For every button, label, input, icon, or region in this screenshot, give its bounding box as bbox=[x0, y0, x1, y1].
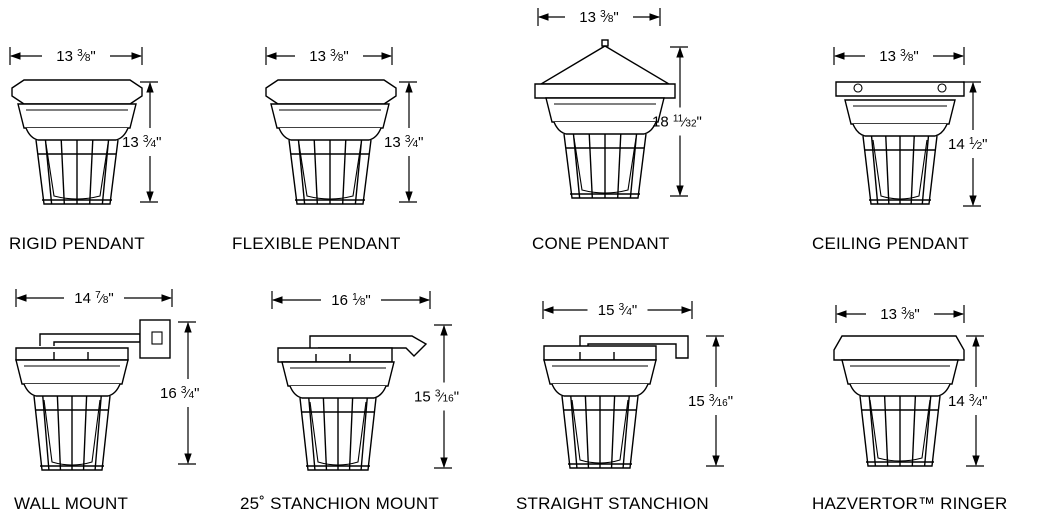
guard-bar bbox=[868, 395, 877, 467]
guard-bar bbox=[94, 395, 102, 471]
guard-bar bbox=[360, 397, 368, 471]
cone-hood bbox=[538, 45, 672, 85]
guard-bar bbox=[610, 395, 616, 469]
cone-hook bbox=[601, 39, 609, 47]
height-dimension: 15 3⁄16" bbox=[414, 389, 459, 406]
guard-bar bbox=[629, 133, 638, 199]
width-dimension: 13 3⁄8" bbox=[309, 48, 348, 65]
neck bbox=[852, 123, 948, 137]
guard-bar bbox=[313, 139, 319, 205]
neck bbox=[278, 127, 382, 141]
width-dimension: 16 1⁄8" bbox=[331, 292, 370, 309]
neck bbox=[849, 383, 951, 397]
ringer-top bbox=[833, 335, 965, 361]
stanchion-arm bbox=[579, 335, 689, 359]
wall-box bbox=[139, 319, 171, 359]
canopy bbox=[265, 79, 397, 105]
fixture-label: CEILING PENDANT bbox=[812, 234, 969, 253]
fixture-rigid-pendant: 13 3⁄8" 13 3⁄4" RIGID PENDANT bbox=[9, 47, 161, 253]
housing bbox=[17, 103, 137, 129]
housing bbox=[841, 359, 959, 385]
guard-bar bbox=[322, 397, 328, 471]
stanchion-arm bbox=[309, 335, 428, 357]
housing-cap bbox=[15, 347, 129, 361]
width-dimension: 13 3⁄8" bbox=[579, 9, 618, 26]
neck bbox=[553, 121, 657, 135]
neck bbox=[25, 127, 129, 141]
guard-bar bbox=[885, 135, 890, 205]
fixture-label: STRAIGHT STANCHION bbox=[516, 494, 709, 513]
width-dimension: 13 3⁄8" bbox=[880, 306, 919, 323]
width-dimension: 13 3⁄8" bbox=[879, 48, 918, 65]
guard-bar bbox=[348, 397, 354, 471]
guard-bar bbox=[572, 133, 581, 199]
fixture-straight-stanchion: 15 3⁄4" 15 3⁄16" STRAIGHT STANCHION bbox=[516, 301, 733, 513]
fixture-wall-mount: 14 7⁄8" 16 3⁄4" WALL MOUNT bbox=[14, 289, 199, 513]
height-dimension: 18 11⁄32" bbox=[652, 114, 702, 131]
fixture-label: WALL MOUNT bbox=[14, 494, 128, 513]
guard-bar bbox=[570, 395, 578, 469]
guard-bar bbox=[101, 139, 110, 205]
height-dimension: 13 3⁄4" bbox=[384, 134, 423, 151]
height-dimension: 13 3⁄4" bbox=[122, 134, 161, 151]
width-dimension: 13 3⁄8" bbox=[56, 48, 95, 65]
guard-bar bbox=[870, 135, 879, 205]
fixture-label: FLEXIBLE PENDANT bbox=[232, 234, 401, 253]
guard-bar bbox=[341, 139, 347, 205]
guard-bar bbox=[308, 397, 316, 471]
guard-bar bbox=[56, 395, 62, 471]
guard-bar bbox=[923, 395, 932, 467]
neck bbox=[23, 383, 121, 397]
guard-bar bbox=[588, 133, 594, 199]
width-dimension: 15 3⁄4" bbox=[598, 302, 637, 319]
fixture-label: HAZVERTOR™ RINGER bbox=[812, 494, 1007, 513]
guard-bar bbox=[44, 139, 53, 205]
housing-cap bbox=[277, 347, 393, 363]
guard-bar bbox=[60, 139, 66, 205]
guard-bar bbox=[921, 135, 930, 205]
fixture-flexible-pendant: 13 3⁄8" 13 3⁄4" FLEXIBLE PENDANT bbox=[232, 47, 423, 253]
housing bbox=[15, 359, 129, 385]
guard-bar bbox=[297, 139, 306, 205]
guard-bar bbox=[584, 395, 590, 469]
fixture-label: 25˚ STANCHION MOUNT bbox=[240, 494, 439, 513]
guard-bar bbox=[42, 395, 50, 471]
guard-bar bbox=[910, 135, 915, 205]
canopy bbox=[11, 79, 143, 105]
housing bbox=[543, 359, 657, 385]
housing bbox=[545, 97, 665, 123]
height-dimension: 16 3⁄4" bbox=[160, 385, 199, 402]
cone-rim bbox=[534, 83, 676, 99]
wall-arm bbox=[39, 333, 141, 346]
height-dimension: 14 3⁄4" bbox=[948, 393, 987, 410]
fixture-label: RIGID PENDANT bbox=[9, 234, 145, 253]
guard-bar bbox=[883, 395, 889, 467]
height-dimension: 15 3⁄16" bbox=[688, 393, 733, 410]
housing bbox=[270, 103, 390, 129]
fixture-cone-pendant: 13 3⁄8" 18 11⁄32" CONE PENDANT bbox=[532, 8, 702, 253]
guard-bar bbox=[88, 139, 94, 205]
fixture-hazvertor-ringer: 13 3⁄8" 14 3⁄4" HAZVERTOR™ RINGER bbox=[812, 305, 1007, 513]
mount-lug-right bbox=[937, 83, 947, 93]
guard-bar bbox=[911, 395, 917, 467]
neck bbox=[551, 383, 649, 397]
guard-bar bbox=[82, 395, 88, 471]
guard-bar bbox=[616, 133, 622, 199]
fixture-ceiling-pendant: 13 3⁄8" 14 1⁄2" CEILING PENDANT bbox=[812, 47, 987, 253]
height-dimension: 14 1⁄2" bbox=[948, 136, 987, 153]
ceiling-plate bbox=[835, 81, 965, 97]
guard-bar bbox=[622, 395, 630, 469]
wall-box-port bbox=[151, 331, 163, 345]
neck bbox=[289, 385, 387, 399]
mount-lug-left bbox=[853, 83, 863, 93]
fixture-label: CONE PENDANT bbox=[532, 234, 669, 253]
width-dimension: 14 7⁄8" bbox=[74, 290, 113, 307]
fixture-25-stanchion-mount: 16 1⁄8" 15 3⁄16" 25˚ STANCHION MOUNT bbox=[240, 291, 459, 513]
housing bbox=[281, 361, 395, 387]
housing bbox=[844, 99, 956, 125]
housing-cap bbox=[543, 345, 657, 361]
guard-bar bbox=[354, 139, 363, 205]
